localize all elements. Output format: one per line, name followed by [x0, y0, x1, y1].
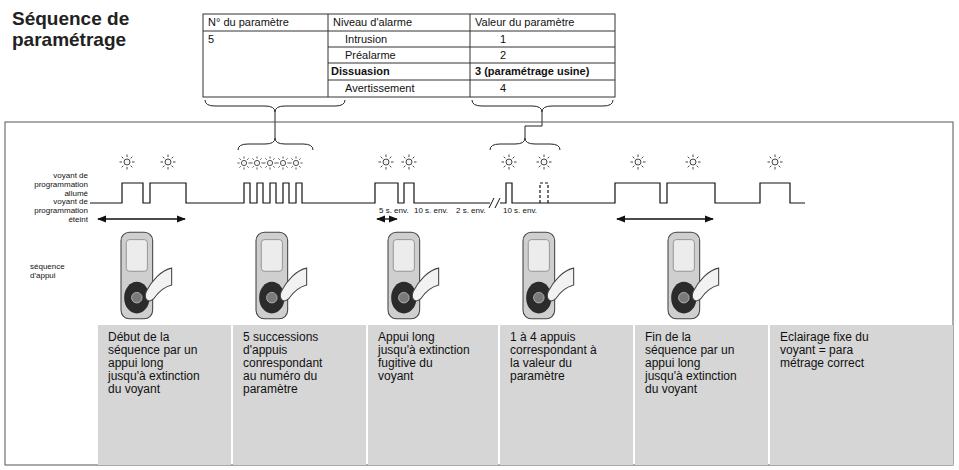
table-cell: 5: [208, 33, 248, 46]
lamp-icon: [537, 155, 552, 170]
lamp-icon: [263, 156, 276, 169]
optional-pulse: [540, 183, 548, 203]
table-cell: Niveau d'alarme: [333, 16, 468, 29]
table-cell: 2: [500, 49, 540, 62]
table-cell: Avertissement: [345, 82, 465, 95]
remote-press-illustration: [121, 232, 172, 319]
duration-arrow: [617, 218, 713, 219]
table-cell: 3 (paramétrage usine): [475, 65, 613, 78]
lamp-icon: [237, 156, 250, 169]
table-frame: [203, 14, 615, 97]
lamp-icon: [686, 155, 701, 170]
lamp-icon: [120, 155, 135, 170]
step-text: Eclairage fixe du voyant = para métrage …: [780, 331, 872, 370]
lamp-icon: [276, 156, 289, 169]
step-description-box: Début de la séquence par un appui long j…: [98, 325, 231, 465]
step-text: Début de la séquence par un appui long j…: [108, 331, 200, 396]
step-description-box: Appui long jusqu'à extinction fugitive d…: [368, 325, 498, 465]
remote-press-illustration: [523, 232, 574, 319]
lamp-icon: [379, 155, 394, 170]
lamp-icon: [289, 156, 302, 169]
table-cell: N° du paramètre: [208, 16, 326, 29]
bracket: [490, 138, 560, 150]
axis-label: voyant de programmation allumé: [22, 171, 88, 199]
step-text: 5 successions d'appuis conrespondant au …: [243, 331, 335, 396]
remote-press-illustration: [256, 232, 307, 319]
lamp-icon: [768, 155, 783, 170]
lamp-icon: [502, 155, 517, 170]
diagram-title: Séquence de paramétrage: [12, 8, 162, 50]
remote-press-illustration: [388, 232, 439, 319]
duration-label: 10 s. env.: [503, 206, 543, 215]
duration-label: 10 s. env.: [414, 206, 454, 215]
table-cell: Valeur du paramètre: [475, 16, 613, 29]
lamp-icon: [250, 156, 263, 169]
time-break: [489, 198, 500, 208]
step-description-box: Fin de la séquence par un appui long jus…: [635, 325, 768, 465]
step-text: Fin de la séquence par un appui long jus…: [645, 331, 737, 396]
table-cell: 1: [500, 33, 540, 46]
step-description-box: 1 à 4 appuis correspondant à la valeur d…: [500, 325, 633, 465]
remote-press-illustration: [668, 232, 719, 319]
leader-line: [525, 112, 542, 138]
duration-label: 2 s. env.: [456, 206, 490, 215]
duration-arrow: [377, 218, 397, 219]
table-cell: 4: [500, 82, 540, 95]
step-text: 1 à 4 appuis correspondant à la valeur d…: [510, 331, 602, 383]
bracket: [472, 100, 613, 112]
table-cell: Intrusion: [345, 33, 465, 46]
lamp-icon: [161, 155, 176, 170]
step-description-box: 5 successions d'appuis conrespondant au …: [233, 325, 366, 465]
leader-line: [275, 112, 276, 138]
table-cell: Dissuasion: [331, 65, 466, 78]
duration-arrow: [98, 218, 185, 219]
table-grid: [203, 14, 615, 97]
lamp-icon: [631, 155, 646, 170]
lamp-icon: [402, 155, 417, 170]
table-cell: Préalarme: [345, 49, 465, 62]
axis-label: voyant de programmation éteint: [22, 197, 88, 225]
axis-label: séquence d'appui: [30, 262, 90, 280]
bracket: [238, 138, 313, 150]
diagram-frame: [5, 122, 953, 465]
duration-label: 5 s. env.: [379, 206, 415, 215]
bracket: [205, 100, 345, 112]
signal-waveform: [90, 183, 805, 203]
step-text: Appui long jusqu'à extinction fugitive d…: [378, 331, 470, 383]
step-description-box: Eclairage fixe du voyant = para métrage …: [770, 325, 953, 465]
